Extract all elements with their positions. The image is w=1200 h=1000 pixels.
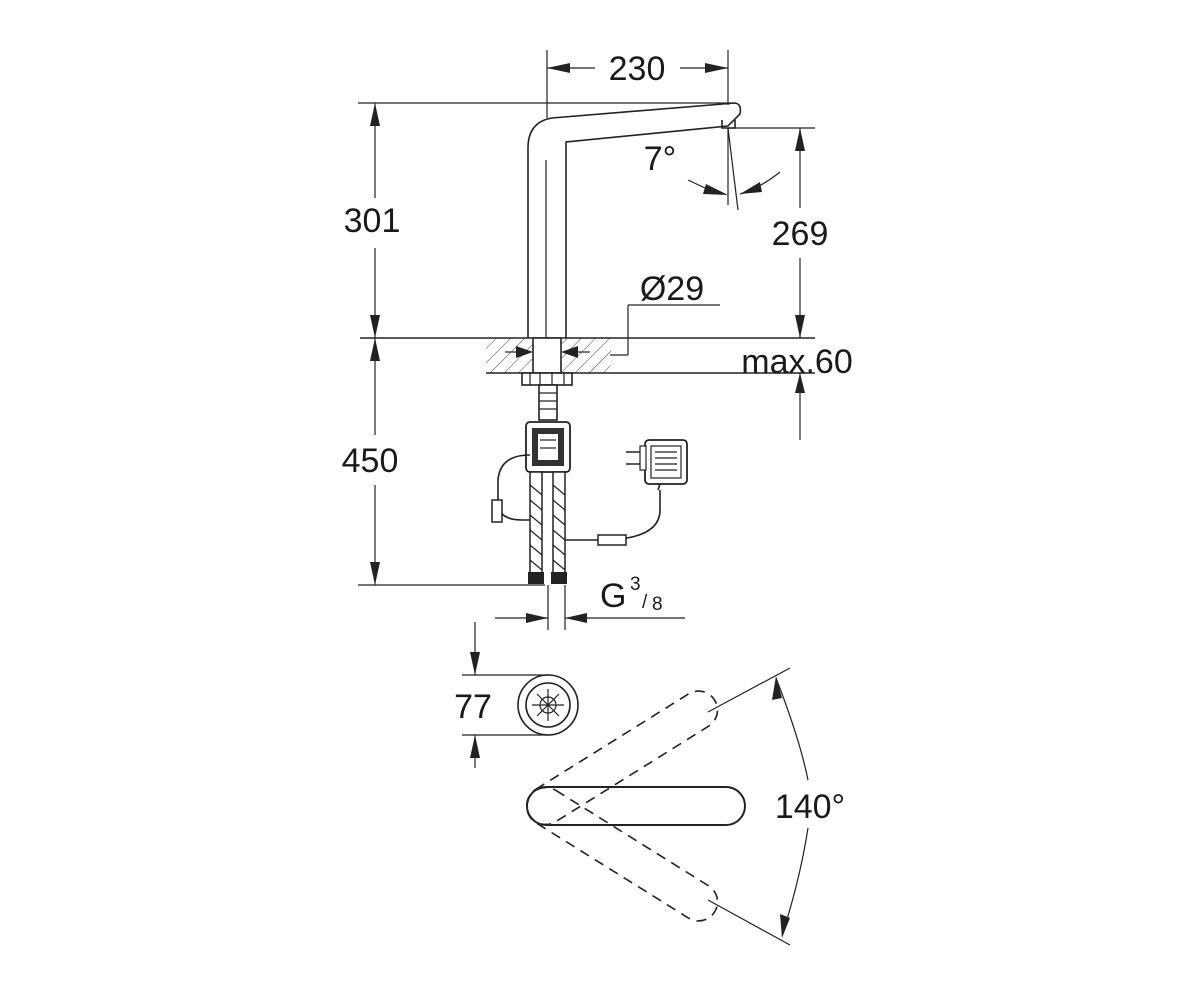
dim-swivel-angle: 140°	[707, 667, 845, 946]
dim-label-max60: max.60	[741, 343, 853, 381]
under-counter-assembly	[491, 372, 661, 584]
dim-label-301: 301	[344, 202, 401, 240]
dim-escutcheon: 77	[454, 622, 548, 768]
dim-label-140deg: 140°	[775, 788, 845, 826]
dim-spout-reach: 230	[546, 50, 729, 118]
dim-label-230: 230	[609, 50, 666, 88]
dim-label-thread-g: G	[600, 577, 626, 615]
dim-label-thread-den: 8	[652, 594, 663, 615]
spout-swivel-top-view	[526, 690, 746, 922]
dim-below-counter: 450	[342, 338, 545, 586]
dim-max-thickness: max.60	[741, 318, 853, 440]
faucet-body	[527, 102, 742, 338]
dim-spout-height: 269	[728, 127, 829, 338]
dim-label-thread-slash: /	[642, 592, 648, 613]
dim-diameter: Ø29	[610, 270, 720, 356]
dim-spout-angle: 7°	[644, 127, 781, 211]
escutcheon-top-view	[517, 674, 579, 736]
control-box-icon	[525, 421, 571, 473]
dim-thread: G 3 / 8	[495, 574, 685, 630]
dim-label-77: 77	[454, 688, 492, 726]
power-adapter-icon	[626, 439, 688, 491]
dim-label-269: 269	[772, 215, 829, 253]
dim-total-height: 301	[344, 102, 735, 338]
dim-label-450: 450	[342, 442, 399, 480]
dim-label-d29: Ø29	[640, 270, 704, 308]
dim-label-7deg: 7°	[644, 140, 677, 178]
dim-label-thread-num: 3	[630, 574, 641, 595]
